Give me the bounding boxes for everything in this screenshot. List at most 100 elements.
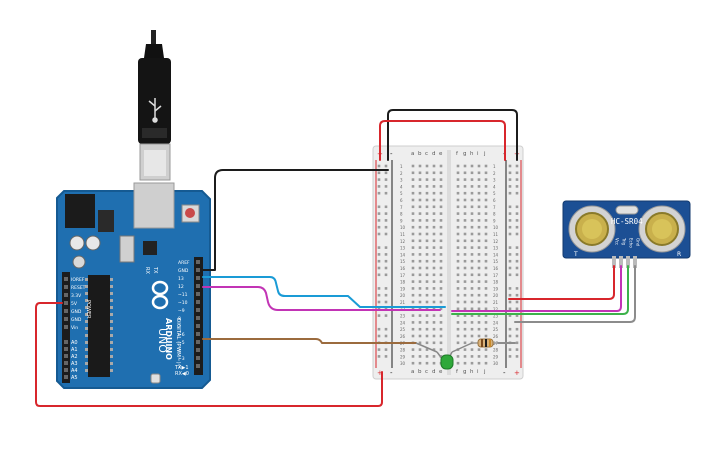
breadboard-hole[interactable] bbox=[456, 239, 460, 243]
breadboard-hole[interactable] bbox=[439, 178, 443, 181]
breadboard-hole[interactable] bbox=[418, 219, 422, 222]
breadboard-hole[interactable] bbox=[418, 198, 422, 202]
resistor[interactable] bbox=[472, 338, 498, 348]
digital-pin-hole[interactable] bbox=[196, 324, 200, 328]
breadboard-hole[interactable] bbox=[432, 280, 436, 283]
breadboard-hole[interactable] bbox=[411, 273, 415, 277]
breadboard-hole[interactable] bbox=[411, 246, 415, 249]
breadboard-hole[interactable] bbox=[439, 246, 443, 249]
breadboard-hole[interactable] bbox=[418, 314, 422, 317]
rail-hole[interactable] bbox=[377, 164, 381, 168]
breadboard-hole[interactable] bbox=[477, 300, 481, 304]
breadboard-hole[interactable] bbox=[418, 185, 422, 188]
power-pin-hole[interactable] bbox=[64, 293, 68, 297]
rail-hole[interactable] bbox=[384, 191, 388, 195]
power-pin-hole[interactable] bbox=[64, 285, 68, 289]
breadboard-hole[interactable] bbox=[425, 327, 429, 331]
breadboard-hole[interactable] bbox=[470, 246, 474, 249]
reset-button[interactable] bbox=[185, 208, 195, 218]
breadboard-hole[interactable] bbox=[425, 212, 429, 215]
usb-cable[interactable] bbox=[138, 30, 171, 181]
breadboard-hole[interactable] bbox=[463, 307, 467, 311]
rail-hole[interactable] bbox=[384, 232, 388, 236]
analog-pin-hole[interactable] bbox=[64, 375, 68, 379]
breadboard-hole[interactable] bbox=[463, 293, 467, 297]
breadboard-hole[interactable] bbox=[456, 300, 460, 304]
breadboard-hole[interactable] bbox=[425, 355, 429, 358]
breadboard-hole[interactable] bbox=[418, 287, 422, 290]
breadboard-hole[interactable] bbox=[411, 321, 415, 324]
breadboard-hole[interactable] bbox=[477, 171, 481, 175]
breadboard-hole[interactable] bbox=[439, 273, 443, 277]
breadboard-hole[interactable] bbox=[439, 334, 443, 338]
breadboard-hole[interactable] bbox=[425, 334, 429, 338]
breadboard-hole[interactable] bbox=[456, 280, 460, 283]
breadboard-hole[interactable] bbox=[470, 232, 474, 236]
breadboard-hole[interactable] bbox=[425, 205, 429, 209]
breadboard-hole[interactable] bbox=[463, 171, 467, 175]
analog-pin-hole[interactable] bbox=[64, 354, 68, 358]
breadboard-hole[interactable] bbox=[484, 191, 488, 195]
breadboard-hole[interactable] bbox=[425, 314, 429, 317]
breadboard-hole[interactable] bbox=[439, 205, 443, 209]
rail-hole[interactable] bbox=[515, 307, 519, 311]
rail-hole[interactable] bbox=[377, 334, 381, 338]
breadboard-hole[interactable] bbox=[411, 300, 415, 304]
breadboard-hole[interactable] bbox=[439, 253, 443, 256]
rail-hole[interactable] bbox=[384, 307, 388, 311]
rail-hole[interactable] bbox=[515, 266, 519, 270]
breadboard-hole[interactable] bbox=[484, 327, 488, 331]
rail-hole[interactable] bbox=[384, 314, 388, 317]
rail-hole[interactable] bbox=[515, 225, 519, 229]
breadboard-hole[interactable] bbox=[439, 232, 443, 236]
breadboard-hole[interactable] bbox=[432, 164, 436, 168]
breadboard-hole[interactable] bbox=[470, 259, 474, 263]
breadboard-hole[interactable] bbox=[411, 259, 415, 263]
breadboard-hole[interactable] bbox=[418, 327, 422, 331]
breadboard-hole[interactable] bbox=[425, 171, 429, 175]
breadboard-hole[interactable] bbox=[484, 164, 488, 168]
breadboard-hole[interactable] bbox=[477, 293, 481, 297]
breadboard-hole[interactable] bbox=[463, 266, 467, 270]
rail-hole[interactable] bbox=[508, 205, 512, 209]
digital-pin-hole[interactable] bbox=[196, 356, 200, 360]
wire-red-rail-jumper[interactable] bbox=[379, 120, 506, 161]
breadboard-hole[interactable] bbox=[463, 287, 467, 290]
power-pin-hole[interactable] bbox=[64, 325, 68, 329]
breadboard-hole[interactable] bbox=[470, 219, 474, 222]
sensor-pin-header[interactable] bbox=[612, 256, 637, 268]
breadboard-hole[interactable] bbox=[484, 232, 488, 236]
breadboard-hole[interactable] bbox=[484, 321, 488, 324]
breadboard-hole[interactable] bbox=[411, 287, 415, 290]
breadboard-hole[interactable] bbox=[484, 198, 488, 202]
breadboard-hole[interactable] bbox=[477, 191, 481, 195]
breadboard-hole[interactable] bbox=[463, 246, 467, 249]
rail-hole[interactable] bbox=[515, 348, 519, 351]
breadboard-hole[interactable] bbox=[477, 198, 481, 202]
breadboard-hole[interactable] bbox=[411, 185, 415, 188]
breadboard-hole[interactable] bbox=[439, 164, 443, 168]
breadboard-hole[interactable] bbox=[484, 348, 488, 351]
rail-hole[interactable] bbox=[377, 178, 381, 181]
breadboard-hole[interactable] bbox=[432, 334, 436, 338]
breadboard-hole[interactable] bbox=[477, 273, 481, 277]
wire-black-rail-jumper[interactable] bbox=[387, 109, 518, 161]
breadboard-hole[interactable] bbox=[418, 321, 422, 324]
breadboard-hole[interactable] bbox=[411, 239, 415, 243]
breadboard-hole[interactable] bbox=[439, 239, 443, 243]
breadboard-hole[interactable] bbox=[463, 239, 467, 243]
rail-hole[interactable] bbox=[377, 348, 381, 351]
breadboard-hole[interactable] bbox=[463, 212, 467, 215]
rail-hole[interactable] bbox=[508, 314, 512, 317]
breadboard-hole[interactable] bbox=[411, 327, 415, 331]
rail-hole[interactable] bbox=[508, 287, 512, 290]
rail-hole[interactable] bbox=[515, 273, 519, 277]
breadboard-hole[interactable] bbox=[484, 259, 488, 263]
rail-hole[interactable] bbox=[377, 355, 381, 358]
breadboard-hole[interactable] bbox=[470, 198, 474, 202]
breadboard-hole[interactable] bbox=[425, 253, 429, 256]
analog-pin-header[interactable] bbox=[62, 337, 70, 383]
rail-hole[interactable] bbox=[384, 171, 388, 175]
breadboard-hole[interactable] bbox=[463, 348, 467, 351]
